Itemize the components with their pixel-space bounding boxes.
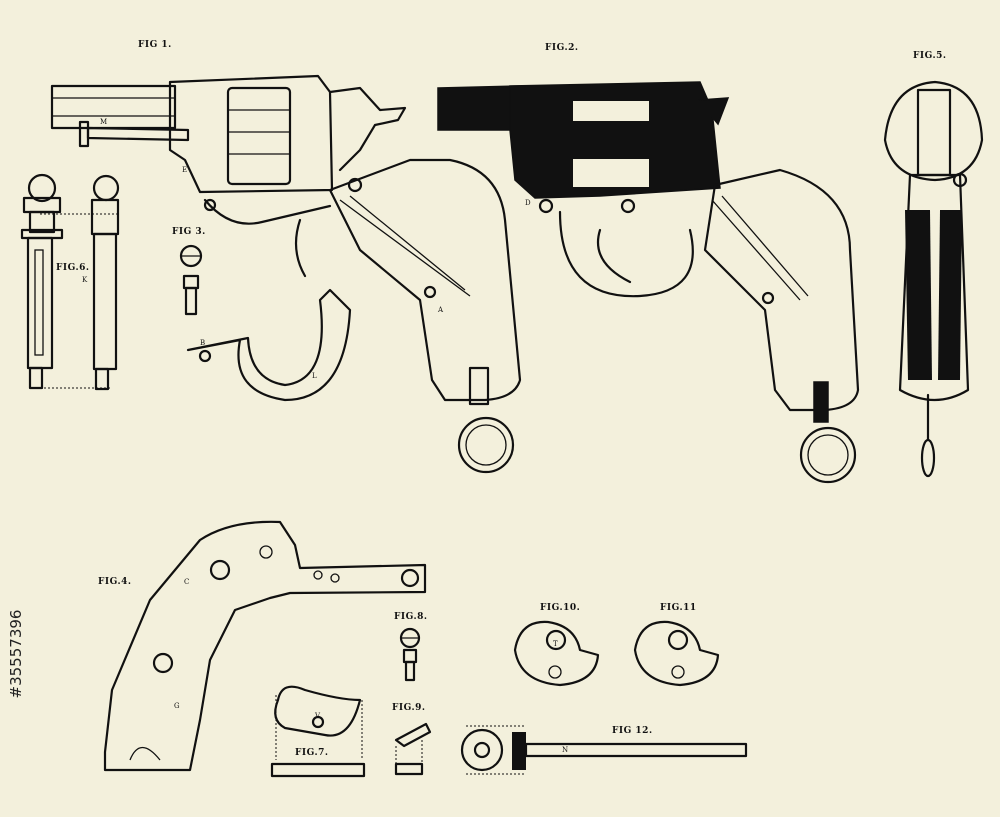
fig4-frame: [103, 520, 427, 772]
fig5-revolver-rear: [883, 80, 984, 478]
fig5-label: FIG.5.: [913, 51, 947, 61]
fig9-spring: [394, 722, 432, 776]
part-letter-t: T: [553, 640, 558, 648]
part-letter-l: L: [312, 372, 317, 380]
part-letter-a: A: [437, 306, 444, 314]
image-id-watermark: #35557396: [6, 590, 26, 720]
part-letter-c: C: [184, 578, 189, 586]
fig3-screw: [179, 244, 203, 316]
fig4-label: FIG.4.: [98, 577, 132, 587]
part-letter-e: E: [182, 166, 187, 174]
fig8-label: FIG.8.: [394, 612, 428, 622]
fig3-label: FIG 3.: [172, 227, 206, 237]
part-letter-m: M: [100, 118, 107, 126]
fig1-label: FIG 1.: [138, 40, 172, 50]
fig7-part: [270, 685, 366, 778]
fig6-label: FIG.6.: [56, 263, 90, 273]
fig6-extractor-rods: [20, 173, 120, 391]
fig8-screw: [399, 627, 421, 682]
fig11-label: FIG.11: [660, 603, 697, 613]
fig9-label: FIG.9.: [392, 703, 426, 713]
part-letter-n: N: [562, 746, 568, 754]
fig12-rod: [460, 725, 748, 775]
part-letter-g: G: [174, 702, 180, 710]
part-letter-k: K: [82, 276, 88, 284]
part-letter-d: D: [525, 199, 531, 207]
fig10-cam: [513, 620, 600, 687]
fig1-revolver: [50, 74, 522, 474]
image-id-text: #35557396: [7, 609, 25, 699]
fig10-label: FIG.10.: [540, 603, 580, 613]
fig12-label: FIG 12.: [612, 726, 653, 736]
fig7-label: FIG.7.: [295, 748, 329, 758]
fig2-label: FIG.2.: [545, 43, 579, 53]
part-letter-b: B: [200, 339, 205, 347]
fig2-revolver: [437, 81, 860, 484]
fig11-cam: [633, 620, 720, 687]
part-letter-v: V: [314, 712, 321, 720]
